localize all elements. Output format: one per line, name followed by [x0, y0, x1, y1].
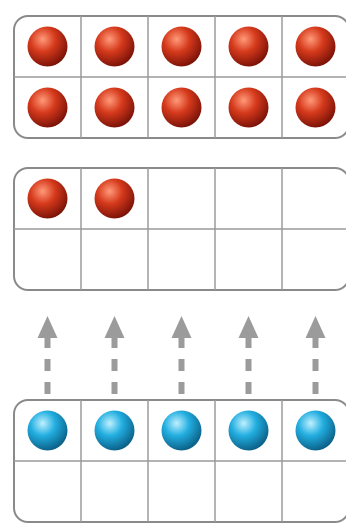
red-counter-ball — [295, 87, 336, 128]
up-arrow-head — [305, 316, 326, 338]
up-arrow-head — [37, 316, 58, 338]
middle-ten-frame — [13, 167, 346, 291]
blue-counter-ball — [295, 410, 336, 451]
up-arrow-head — [171, 316, 192, 338]
up-arrow-head — [238, 316, 259, 338]
arrows-layer — [37, 316, 326, 394]
blue-counter-ball — [228, 410, 269, 451]
up-arrow-icon — [305, 316, 326, 394]
red-counter-ball — [27, 26, 68, 67]
up-arrow-icon — [104, 316, 125, 394]
red-counter-ball — [94, 178, 135, 219]
red-counter-ball — [94, 87, 135, 128]
blue-counter-ball — [27, 410, 68, 451]
up-arrow-icon — [37, 316, 58, 394]
red-counter-ball — [27, 178, 68, 219]
red-counter-ball — [94, 26, 135, 67]
blue-counter-ball — [161, 410, 202, 451]
balls-layer — [27, 26, 336, 451]
up-arrow-head — [104, 316, 125, 338]
blue-counter-ball — [94, 410, 135, 451]
red-counter-ball — [27, 87, 68, 128]
red-counter-ball — [161, 87, 202, 128]
up-arrow-icon — [238, 316, 259, 394]
red-counter-ball — [295, 26, 336, 67]
red-counter-ball — [228, 87, 269, 128]
red-counter-ball — [228, 26, 269, 67]
up-arrow-icon — [171, 316, 192, 394]
red-counter-ball — [161, 26, 202, 67]
